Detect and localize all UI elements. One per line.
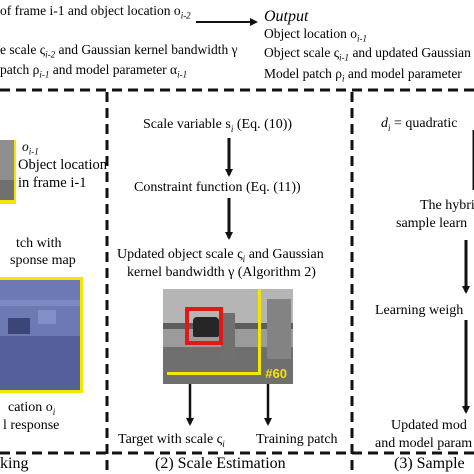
hybrid-label-2: sample learn — [396, 216, 468, 231]
input-line-2: e scale ςi-2 and Gaussian kernel bandwid… — [0, 42, 238, 60]
scale-variable-label: Scale variable si (Eq. (10)) — [143, 117, 293, 134]
target-box — [185, 307, 223, 345]
training-patch-label: Training patch — [256, 432, 338, 447]
sample-footer: (3) Sample — [394, 455, 465, 472]
input-line-3: patch ρi-1 and model parameter αi-1 — [0, 62, 188, 80]
input-line-1: of frame i-1 and object location oi-2 — [0, 3, 191, 21]
distance-label: di = quadratic — [381, 116, 458, 133]
output-line-3: Model patch ρi and model parameter — [264, 66, 462, 84]
output-line-1: Object location oi-1 — [264, 26, 367, 44]
updated-scale-label-1: Updated object scale ςi and Gaussian — [117, 247, 324, 264]
output-title: Output — [264, 8, 309, 25]
response-label: l response — [3, 418, 60, 433]
target-car — [193, 317, 219, 337]
frame-thumbnail — [0, 140, 16, 204]
training-box — [167, 289, 261, 375]
frame-label: in frame i-1 — [18, 175, 87, 191]
cation-label: cation oi — [8, 400, 56, 417]
updated-model-label-2: and model param — [375, 436, 473, 451]
target-with-scale-label: Target with scale ςi — [118, 432, 225, 449]
tracking-footer: king — [0, 455, 29, 472]
patch-label-2: sponse map — [10, 253, 76, 268]
object-location-label: Object location — [18, 157, 107, 173]
scale-footer: (2) Scale Estimation — [155, 455, 286, 472]
updated-model-label-1: Updated mod — [391, 418, 467, 433]
output-line-2: Object scale ςi-1 and updated Gaussian — [264, 45, 471, 63]
hybrid-label-1: The hybri — [420, 198, 474, 213]
scale-frame-image: #60 — [163, 289, 293, 384]
object-location-symbol: oi-1 — [22, 139, 39, 157]
arrow-d-to-hybrid-stub — [402, 178, 420, 194]
learning-weight-label: Learning weigh — [375, 303, 464, 318]
frame-number-badge: #60 — [265, 366, 287, 381]
constraint-function-label: Constraint function (Eq. (11)) — [134, 180, 301, 195]
patch-label-1: tch with — [16, 236, 62, 251]
response-map-image — [0, 277, 83, 393]
updated-scale-label-2: kernel bandwidth γ (Algorithm 2) — [127, 265, 316, 280]
